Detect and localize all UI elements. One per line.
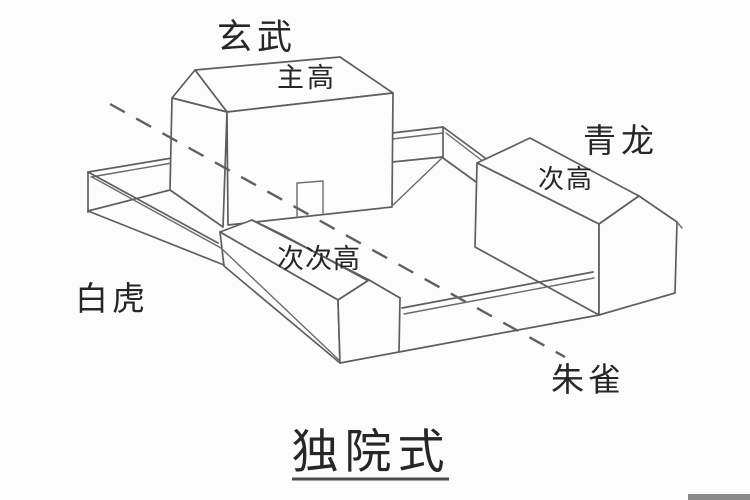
label-xuanwu: 玄武 — [217, 18, 297, 58]
courtyard-ground-line — [391, 157, 443, 207]
main-hall-door — [296, 180, 324, 217]
diagram-title: 独院式 — [292, 425, 451, 480]
east-wing-gable — [598, 195, 678, 316]
southeast-wall-lines — [398, 271, 600, 353]
main-hall-front-wall — [226, 92, 394, 226]
label-zhuque: 朱雀 — [551, 360, 625, 399]
scrollbar-fragment — [688, 494, 750, 500]
label-cicigao: 次次高 — [277, 244, 361, 275]
main-hall-left-wall — [169, 97, 228, 228]
northwest-wall-lines — [87, 157, 173, 213]
label-qinglong: 青龙 — [583, 121, 659, 160]
west-wing — [219, 219, 401, 364]
east-wing-eave-tick — [676, 221, 683, 229]
north-corner-wall-lines — [391, 126, 444, 163]
label-baihu: 白虎 — [75, 279, 149, 318]
west-wing-gable — [337, 279, 401, 364]
label-cigao: 次高 — [538, 165, 594, 195]
central-axis-dashed-line — [109, 102, 566, 359]
label-zhugao: 主高 — [277, 63, 337, 94]
southwest-wall-lines — [87, 171, 341, 362]
